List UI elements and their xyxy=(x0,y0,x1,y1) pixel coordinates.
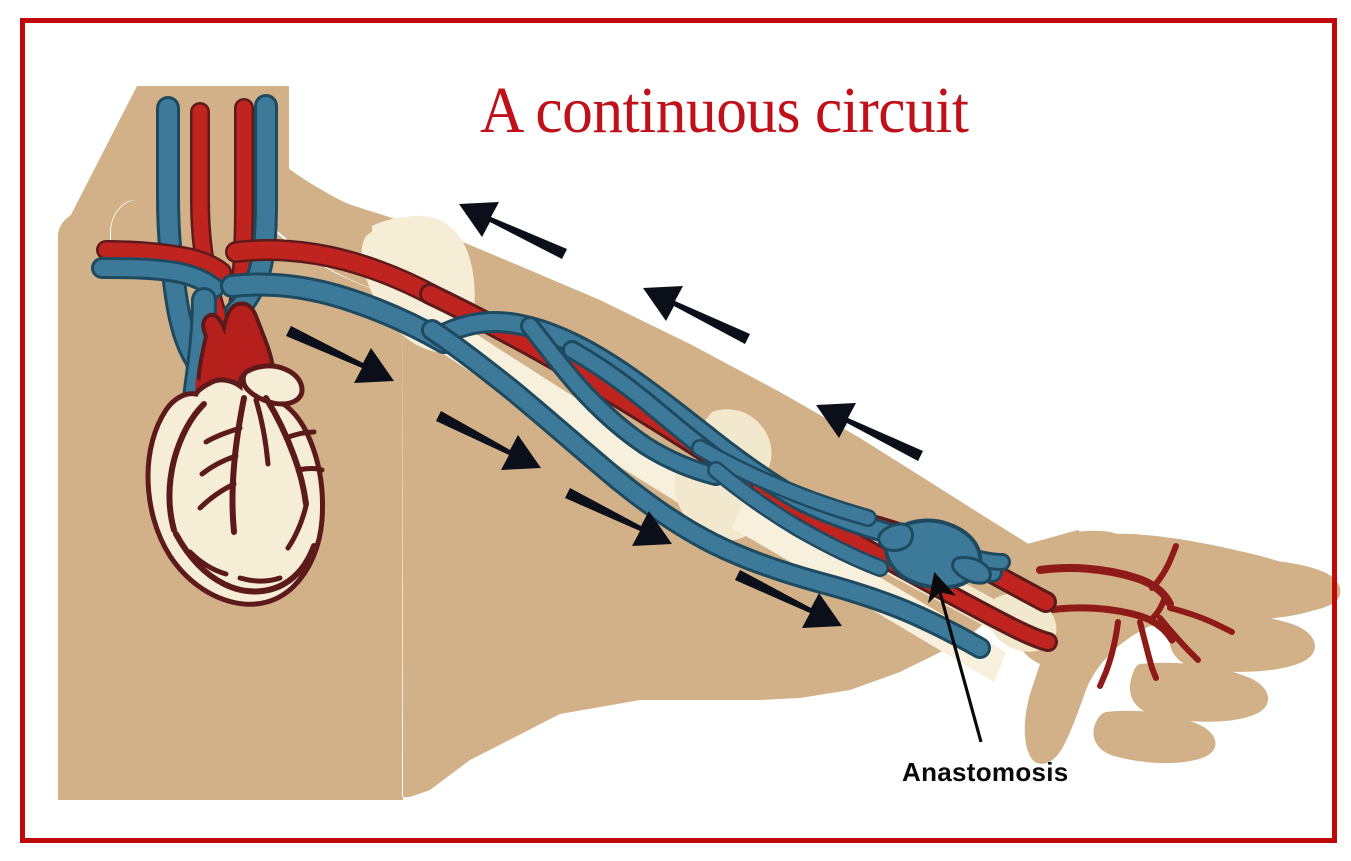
leader-line xyxy=(928,571,983,743)
arm-vessels xyxy=(419,283,1058,659)
posterior-descending xyxy=(173,531,317,595)
lcx-artery xyxy=(263,395,309,507)
superficial-palmar-arch xyxy=(1036,564,1174,608)
finger-ring xyxy=(1129,662,1269,722)
basilic-vein xyxy=(424,322,988,656)
flow-arrows xyxy=(286,202,923,628)
distal-lcx xyxy=(285,503,309,551)
finger-index xyxy=(1209,559,1341,615)
digital-artery-thumb xyxy=(1097,619,1121,689)
finger-little xyxy=(1093,710,1216,764)
left-subclavian-vein xyxy=(94,260,222,296)
lcx-branch-2 xyxy=(295,466,325,473)
heart xyxy=(145,301,325,607)
digital-artery-little xyxy=(1137,619,1159,681)
thumb xyxy=(1032,530,1130,575)
heart-right-atrium xyxy=(240,363,305,407)
palmar-branch-lower xyxy=(1034,604,1176,644)
anastomosis-leader xyxy=(928,571,983,743)
finger-middle xyxy=(1169,612,1315,672)
arrow-arterial-4 xyxy=(735,570,842,628)
right-subclavian-vein xyxy=(223,275,453,351)
perforator-vein xyxy=(693,441,875,525)
left-subclavian-artery xyxy=(98,242,230,280)
arm-sweep xyxy=(288,168,1056,616)
anastomosis-label: Anastomosis xyxy=(902,757,1069,787)
digital-artery-index xyxy=(1149,543,1179,591)
vein-cross-lower xyxy=(709,463,887,575)
septal-artery xyxy=(253,397,271,467)
apical-branch xyxy=(237,575,283,584)
arrow-arterial-2 xyxy=(436,411,541,470)
arrow-arterial-3 xyxy=(565,488,672,546)
digital-artery-middle xyxy=(1167,605,1235,635)
heart-surface-dot xyxy=(230,476,236,482)
median-cubital-vein xyxy=(523,319,723,483)
lad-artery xyxy=(229,395,247,535)
arrow-venous-1 xyxy=(459,202,567,259)
digital-artery-ring xyxy=(1157,615,1201,663)
lcx-branch-1 xyxy=(283,429,317,441)
anastomosis-neck xyxy=(877,522,914,552)
hand xyxy=(1011,530,1341,764)
torso-shape xyxy=(58,86,1042,800)
bone-humerus-shaft xyxy=(408,300,724,520)
right-subclavian-artery xyxy=(227,241,443,305)
lad-branch-1 xyxy=(203,425,243,445)
arrow-venous-3 xyxy=(816,403,923,461)
marginal-branch xyxy=(187,549,229,577)
rca-artery xyxy=(166,401,207,533)
anastomosis-tail xyxy=(951,556,992,585)
coronary-arteries xyxy=(166,395,325,595)
arrow-arterial-1 xyxy=(286,326,394,383)
lad-branch-3 xyxy=(197,481,237,511)
lad-branch-2 xyxy=(199,453,239,477)
hand-arteries xyxy=(1034,543,1235,689)
page-title: A continuous circuit xyxy=(480,74,969,147)
palmar-connector xyxy=(1147,597,1167,623)
arrow-venous-2 xyxy=(643,286,750,344)
